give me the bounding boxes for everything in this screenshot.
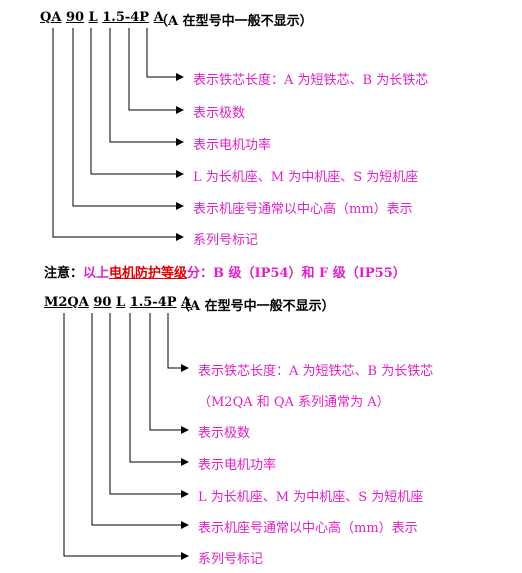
label-frame-size: 表示机座号通常以中心高（mm）表示	[198, 521, 418, 536]
line-d1-frame-length	[90, 28, 184, 178]
line-d2-frame-size	[91, 313, 189, 529]
line-d1-power	[109, 28, 184, 146]
notice-prefix: 注意：	[44, 266, 84, 281]
line-d1-frame-size	[72, 28, 184, 210]
line-d2-power	[129, 313, 189, 466]
code-power-poles: 1.5-4P	[129, 295, 177, 310]
model-code-2: M2QA 90 L 1.5-4P A	[44, 295, 191, 310]
label-series: 系列号标记	[193, 233, 259, 248]
label-frame-size: 表示机座号通常以中心高（mm）表示	[193, 202, 413, 217]
label-poles: 表示极数	[193, 106, 246, 121]
line-d2-core-length	[167, 313, 189, 372]
label-core-length: 表示铁芯长度：A 为短铁芯、B 为长铁芯	[198, 364, 434, 379]
model-note-2: （A 在型号中一般不显示）	[177, 299, 335, 314]
code-frame-length: L	[116, 295, 126, 310]
line-d1-poles	[128, 28, 184, 114]
model-code-1: QA 90 L 1.5-4P A	[40, 10, 164, 25]
code-series: QA	[40, 10, 62, 25]
code-frame-length: L	[88, 10, 98, 25]
code-power-poles: 1.5-4P	[102, 10, 150, 25]
line-d2-frame-length	[109, 313, 189, 498]
line-d2-poles	[149, 313, 189, 434]
notice-text-2: 分：B 级（IP54）和 F 级（IP55）	[187, 266, 406, 281]
line-d1-core-length	[146, 28, 184, 81]
label-series: 系列号标记	[198, 552, 264, 567]
line-d1-series	[52, 28, 184, 241]
code-series: M2QA	[44, 295, 89, 310]
label-frame-length: L 为长机座、M 为中机座、S 为短机座	[198, 490, 424, 505]
label-poles: 表示极数	[198, 426, 251, 441]
label-core-length-note: （M2QA 和 QA 系列通常为 A）	[198, 395, 390, 410]
model-note-1: （A 在型号中一般不显示）	[155, 14, 313, 29]
code-frame-size: 90	[65, 10, 85, 25]
label-power: 表示电机功率	[198, 458, 277, 473]
label-frame-length: L 为长机座、M 为中机座、S 为短机座	[193, 170, 419, 185]
line-d2-series	[63, 313, 189, 560]
protection-notice: 注意：以上电机防护等级分：B 级（IP54）和 F 级（IP55）	[44, 262, 406, 281]
code-core-length: A	[153, 10, 164, 25]
notice-text-1: 以上	[83, 266, 110, 281]
code-core-length: A	[181, 295, 192, 310]
label-core-length: 表示铁芯长度：A 为短铁芯、B 为长铁芯	[193, 73, 429, 88]
label-power: 表示电机功率	[193, 138, 272, 153]
code-frame-size: 90	[93, 295, 112, 310]
notice-emphasis: 电机防护等级	[109, 266, 188, 281]
